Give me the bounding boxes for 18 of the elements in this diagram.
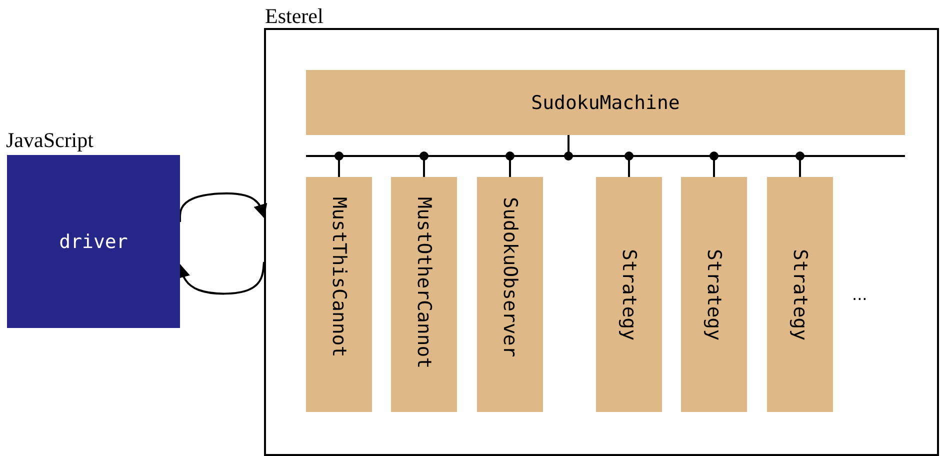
region-heading: JavaScript — [6, 128, 94, 152]
component-box — [596, 177, 662, 412]
component-box — [306, 177, 372, 412]
node-label: driver — [59, 230, 128, 252]
ellipsis-label: ... — [852, 285, 868, 304]
component-box — [391, 177, 457, 412]
node-label: SudokuObserver — [499, 197, 521, 358]
node-label: Strategy — [789, 248, 811, 340]
node-label: MustOtherCannot — [413, 197, 435, 369]
node-label: Strategy — [703, 248, 725, 340]
region-heading: Esterel — [265, 4, 324, 28]
node-label: Strategy — [618, 248, 640, 340]
component-box — [767, 177, 833, 412]
component-box — [477, 177, 543, 412]
component-box — [681, 177, 747, 412]
node-label: SudokuMachine — [531, 92, 680, 114]
component-box — [306, 70, 905, 135]
node-label: MustThisCannot — [328, 197, 350, 358]
